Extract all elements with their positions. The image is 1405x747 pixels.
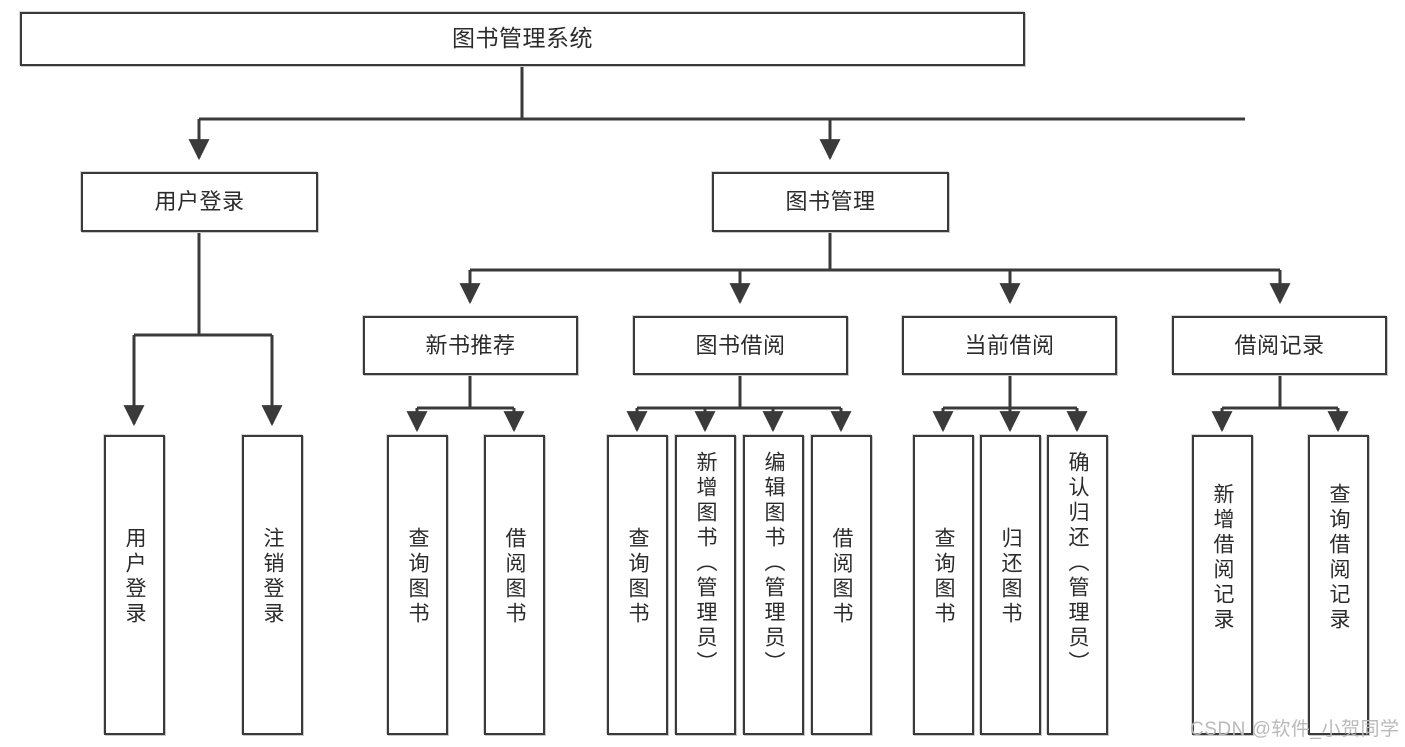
node-current-borrow[interactable]: 当前借阅 [902,316,1117,375]
node-label: 图书管理系统 [452,25,593,52]
node-user-login[interactable]: 用户登录 [81,172,318,232]
node-label: 图书管理 [785,189,876,215]
node-label: 当前借阅 [964,332,1055,358]
node-label: 新增借阅记录 [1211,483,1234,633]
node-label: 查询图书 [932,527,955,627]
leaf-query-book-recommend[interactable]: 查询图书 [387,435,448,735]
node-book-manage[interactable]: 图书管理 [712,172,949,232]
leaf-user-login[interactable]: 用户登录 [104,435,165,735]
node-label: 用户登录 [154,189,245,215]
node-book-borrow[interactable]: 图书借阅 [633,316,848,375]
node-label: 查询借阅记录 [1327,483,1350,633]
node-root-system[interactable]: 图书管理系统 [20,12,1025,66]
leaf-add-borrow-record[interactable]: 新增借阅记录 [1192,435,1253,735]
node-label: 借阅图书 [503,527,526,627]
node-label: 查询图书 [406,527,429,627]
node-label: 新增图书（管理员） [694,451,717,676]
leaf-logout[interactable]: 注销登录 [242,435,303,735]
leaf-query-book-current[interactable]: 查询图书 [913,435,974,735]
leaf-query-borrow-record[interactable]: 查询借阅记录 [1308,435,1369,735]
node-label: 新书推荐 [425,332,516,358]
leaf-edit-book[interactable]: 编辑图书（管理员） [743,435,804,735]
node-label: 归还图书 [999,527,1022,627]
leaf-add-book[interactable]: 新增图书（管理员） [675,435,736,735]
node-label: 借阅记录 [1234,332,1325,358]
leaf-query-book-borrow[interactable]: 查询图书 [607,435,668,735]
node-label: 确认归还（管理员） [1066,451,1089,676]
node-label: 编辑图书（管理员） [762,451,785,676]
node-borrow-record[interactable]: 借阅记录 [1172,316,1387,375]
node-new-book-recommend[interactable]: 新书推荐 [363,316,578,375]
node-label: 查询图书 [626,527,649,627]
leaf-borrow-book-recommend[interactable]: 借阅图书 [484,435,545,735]
leaf-borrow-book[interactable]: 借阅图书 [811,435,872,735]
leaf-return-book[interactable]: 归还图书 [980,435,1041,735]
node-label: 注销登录 [261,527,284,627]
node-label: 用户登录 [123,527,146,627]
leaf-confirm-return[interactable]: 确认归还（管理员） [1047,435,1108,735]
node-label: 图书借阅 [695,332,786,358]
node-label: 借阅图书 [830,527,853,627]
csdn-watermark: CSDN @软件_小贺同学 [1190,719,1400,740]
